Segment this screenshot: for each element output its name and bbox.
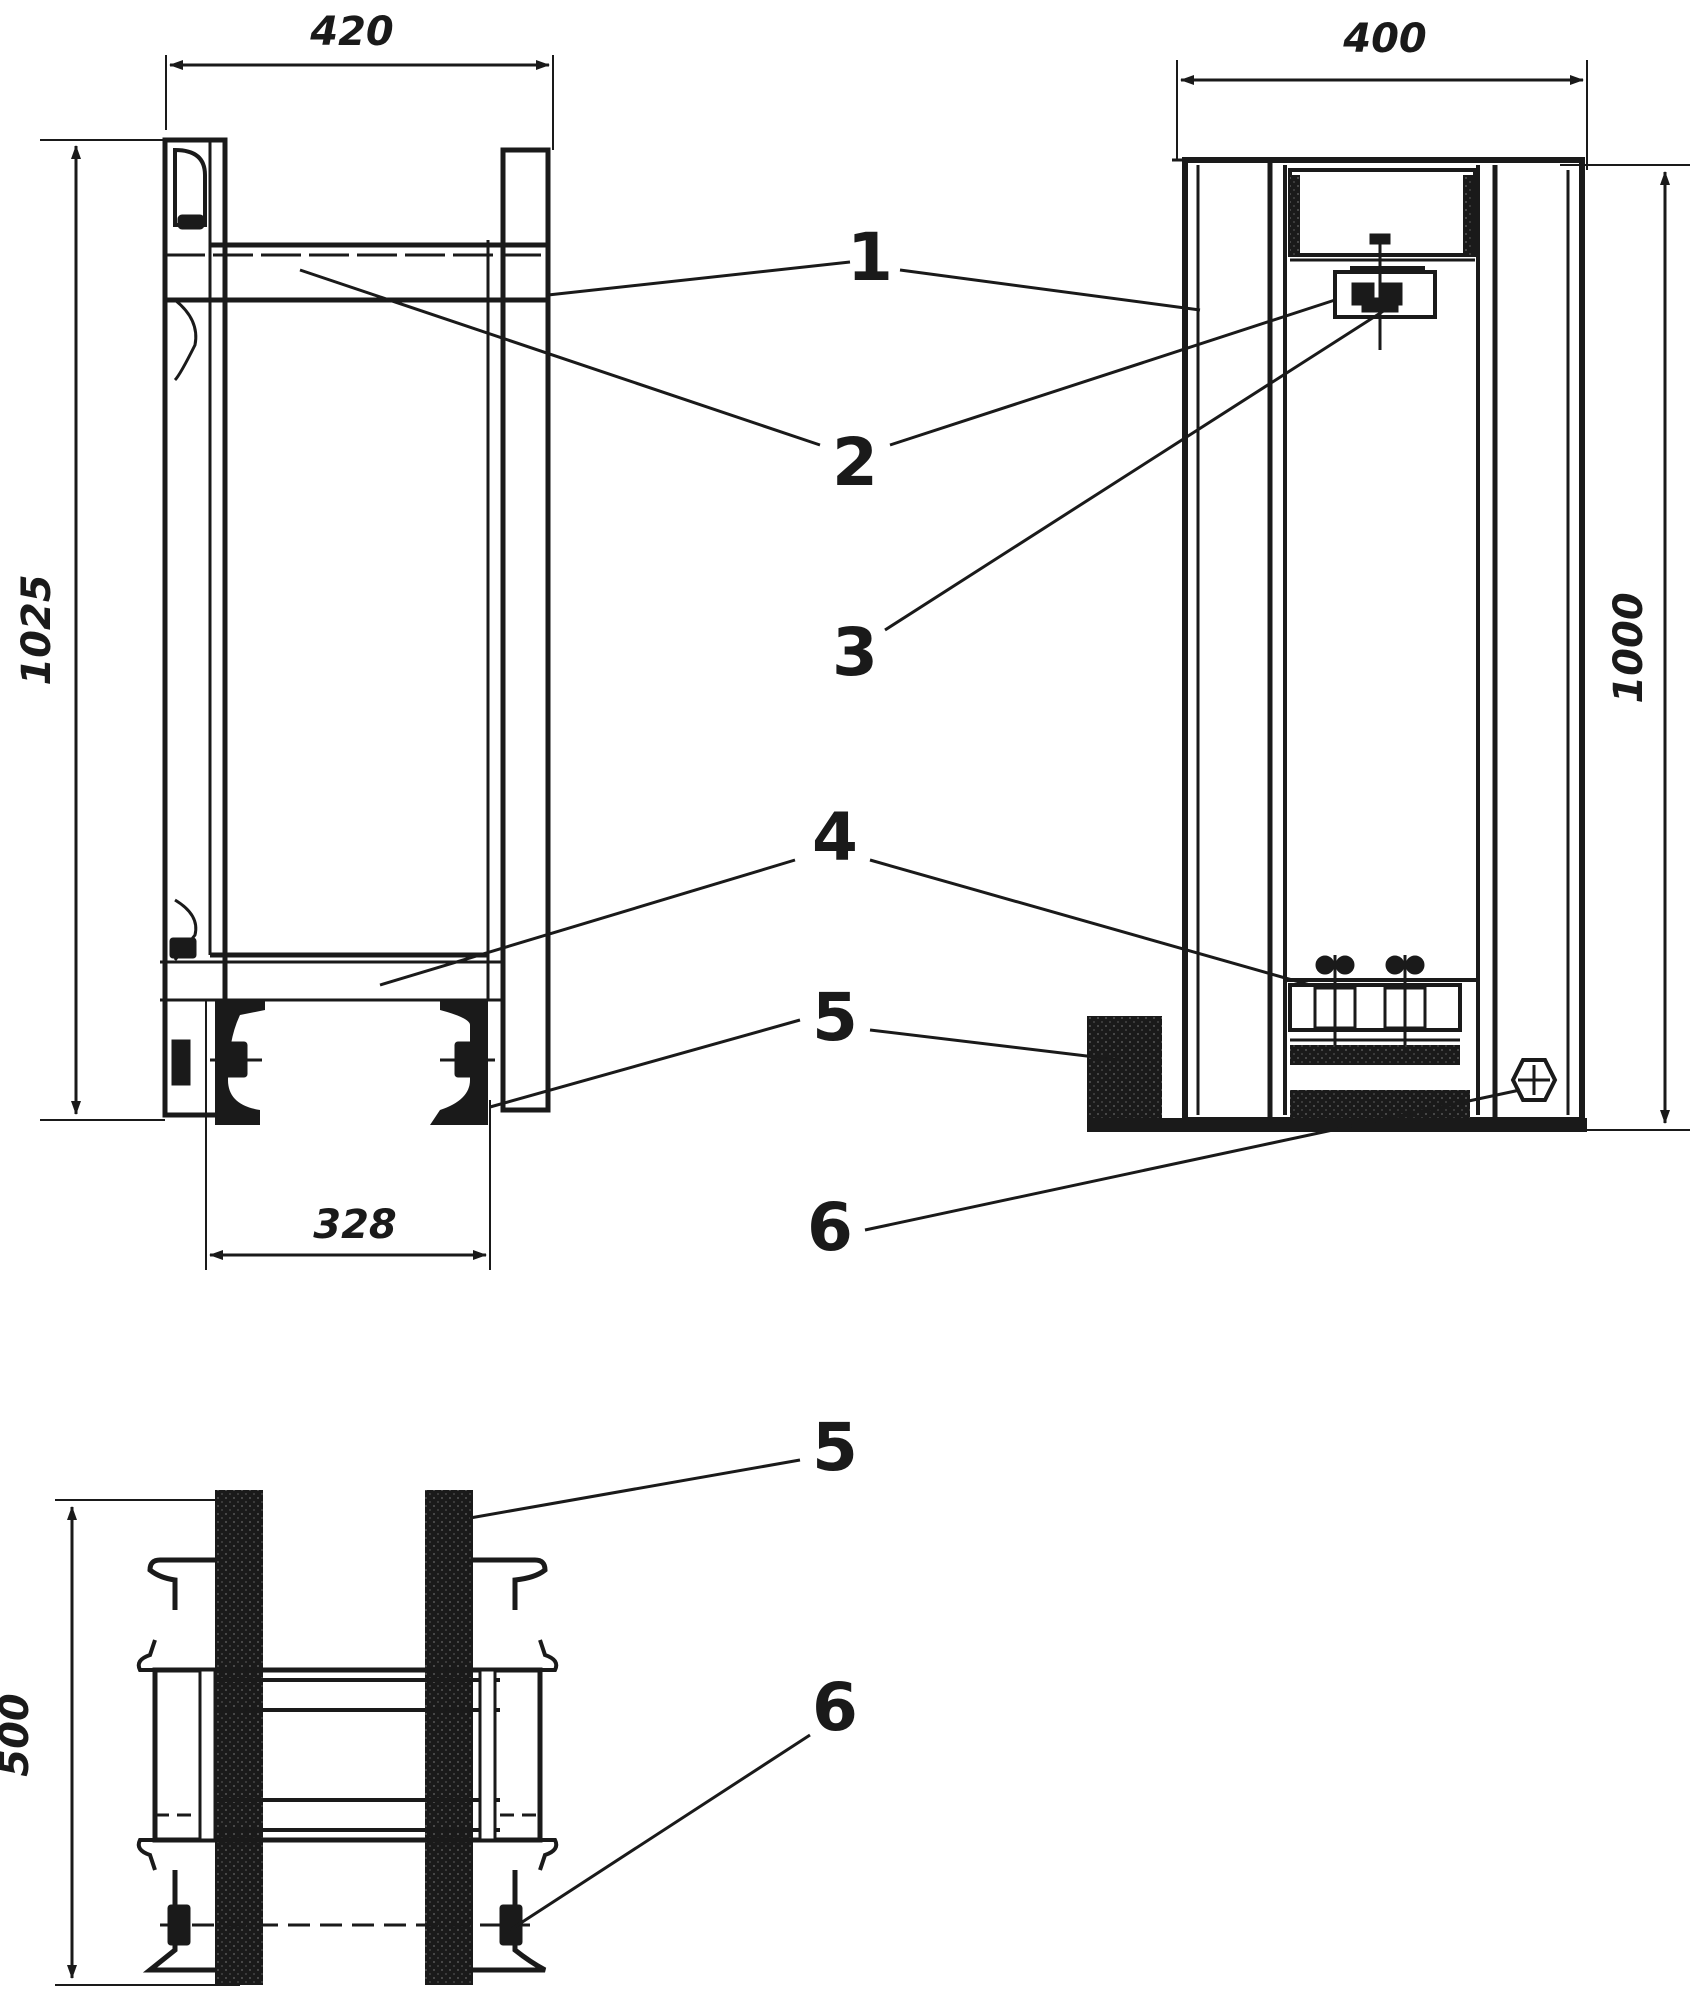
axle-tube xyxy=(136,1639,559,1871)
callout-6-bottom: 6 xyxy=(812,1669,858,1746)
callout-2: 2 xyxy=(832,424,878,501)
callout-numbers: 1 2 3 4 5 6 5 6 xyxy=(807,219,893,1746)
hex-bolt xyxy=(1510,1058,1558,1102)
dimension-label-1000: 1000 xyxy=(1606,592,1652,703)
runner-bolts xyxy=(171,1039,495,1086)
dimension-label-400: 400 xyxy=(1342,16,1427,62)
callout-5-bottom: 5 xyxy=(812,1409,858,1486)
dimension-label-1025: 1025 xyxy=(14,574,60,685)
dimension-400: 400 xyxy=(1176,16,1588,170)
callout-6-mid: 6 xyxy=(807,1189,853,1266)
side-runner-block xyxy=(1087,1016,1162,1131)
top-clamp xyxy=(1333,233,1437,350)
dimension-label-500: 500 xyxy=(0,1693,38,1777)
callout-1: 1 xyxy=(847,219,893,296)
dimension-1025: 1025 xyxy=(14,139,170,1121)
dimension-328: 328 xyxy=(205,1000,491,1270)
callout-4: 4 xyxy=(812,799,858,876)
callout-leaders xyxy=(299,260,1521,1932)
callout-5-mid: 5 xyxy=(812,979,858,1056)
top-crossbar xyxy=(165,242,548,303)
dimension-500: 500 xyxy=(0,1499,240,1986)
right-runner xyxy=(425,1490,473,1985)
left-post xyxy=(162,137,228,1118)
dimension-1000: 1000 xyxy=(1560,164,1690,1131)
bottom-beam xyxy=(160,952,503,1125)
dimension-420: 420 xyxy=(165,9,554,150)
callout-3: 3 xyxy=(832,614,878,691)
plan-view: 500 xyxy=(0,1490,559,1986)
dimension-label-420: 420 xyxy=(309,9,394,55)
right-post xyxy=(486,147,551,1113)
left-runner xyxy=(215,1490,263,1985)
side-base xyxy=(1087,1118,1587,1132)
dimension-label-328: 328 xyxy=(313,1202,397,1248)
side-view: 400 1000 xyxy=(1087,16,1690,1132)
bottom-clamp xyxy=(1285,955,1478,1120)
front-view: 420 1025 xyxy=(14,9,554,1270)
